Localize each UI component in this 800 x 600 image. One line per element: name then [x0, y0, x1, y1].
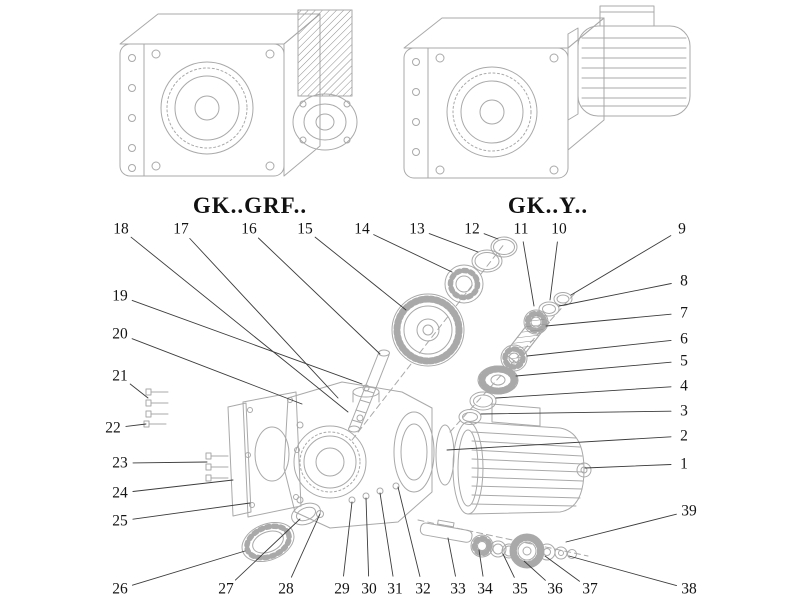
- callout-36: 36: [547, 580, 563, 598]
- leader-line-14: [373, 234, 453, 273]
- model-label-gk-grf: GK..GRF..: [192, 193, 308, 218]
- leader-line-37: [544, 555, 580, 582]
- leader-line-28: [290, 513, 321, 578]
- leader-line-24: [132, 479, 234, 492]
- leader-line-13: [428, 233, 479, 253]
- part-shim-ring: [471, 249, 503, 273]
- leader-line-33: [447, 537, 456, 577]
- callout-4: 4: [680, 377, 688, 395]
- leader-line-36: [523, 560, 546, 581]
- callout-32: 32: [415, 580, 431, 598]
- callout-15: 15: [297, 220, 313, 238]
- callout-1: 1: [680, 455, 688, 473]
- part-circlip: [490, 236, 518, 258]
- leader-line-10: [549, 241, 558, 301]
- leader-line-23: [132, 461, 208, 464]
- gearbox-drawing-gk-grf: [119, 9, 358, 177]
- leader-line-1: [584, 464, 672, 469]
- callout-22: 22: [105, 419, 121, 437]
- leader-line-35: [502, 553, 515, 578]
- leader-line-20: [131, 338, 303, 405]
- model-label-gk-y: GK..Y..: [507, 193, 589, 218]
- leader-line-17: [189, 238, 339, 399]
- callout-21: 21: [112, 367, 128, 385]
- callout-23: 23: [112, 454, 128, 472]
- exploded-view: [143, 236, 592, 569]
- leader-line-34: [478, 549, 484, 577]
- part-upper-bearing: [444, 264, 484, 304]
- leader-line-29: [343, 501, 353, 577]
- leader-line-38: [568, 555, 677, 587]
- callout-8: 8: [680, 272, 688, 290]
- leader-lines: [125, 233, 677, 587]
- leader-line-2: [446, 436, 672, 451]
- leader-line-11: [522, 241, 535, 307]
- callout-12: 12: [464, 220, 480, 238]
- part-retaining-ring: [291, 502, 321, 526]
- callout-27: 27: [218, 580, 234, 598]
- callout-18: 18: [113, 220, 129, 238]
- part-output-shaft-assembly: [419, 519, 577, 569]
- leader-line-26: [131, 550, 246, 586]
- leader-line-21: [129, 383, 149, 399]
- leader-line-3: [480, 410, 672, 415]
- callout-10: 10: [551, 220, 567, 238]
- leader-line-4: [495, 386, 672, 399]
- callout-11: 11: [513, 220, 529, 238]
- gearbox-drawing-gk-y: [403, 5, 691, 179]
- callout-37: 37: [582, 580, 598, 598]
- callout-28: 28: [278, 580, 294, 598]
- callout-39: 39: [681, 502, 697, 520]
- callout-16: 16: [241, 220, 257, 238]
- leader-line-39: [565, 513, 677, 543]
- leader-line-6: [526, 339, 672, 357]
- motor-drawing: [567, 5, 691, 121]
- callout-2: 2: [680, 427, 688, 445]
- callout-26: 26: [112, 580, 128, 598]
- leader-line-5: [515, 361, 672, 377]
- leader-line-22: [125, 423, 147, 427]
- part-screws: [143, 388, 229, 482]
- leader-line-27: [234, 518, 301, 581]
- input-flange-block: [292, 9, 358, 151]
- callout-3: 3: [680, 402, 688, 420]
- leader-line-18: [130, 236, 349, 413]
- callout-6: 6: [680, 330, 688, 348]
- callout-31: 31: [387, 580, 403, 598]
- part-lower-bearing: [241, 521, 295, 563]
- callout-35: 35: [512, 580, 528, 598]
- leader-line-31: [379, 492, 394, 577]
- callout-29: 29: [334, 580, 350, 598]
- leader-line-19: [131, 299, 363, 385]
- callout-19: 19: [112, 287, 128, 305]
- part-pinion-shaft: [348, 349, 390, 433]
- callout-7: 7: [680, 304, 688, 322]
- callout-13: 13: [409, 220, 425, 238]
- leader-line-15: [314, 236, 407, 311]
- callout-34: 34: [477, 580, 493, 598]
- leader-line-32: [397, 486, 421, 577]
- callout-38: 38: [681, 580, 697, 598]
- part-motor: [435, 403, 592, 515]
- callout-20: 20: [112, 325, 128, 343]
- callout-5: 5: [680, 352, 688, 370]
- leader-line-25: [132, 502, 251, 520]
- leader-line-16: [257, 237, 381, 355]
- leader-line-9: [570, 235, 672, 296]
- callout-9: 9: [678, 220, 686, 238]
- callout-30: 30: [361, 580, 377, 598]
- callout-33: 33: [450, 580, 466, 598]
- leader-line-12: [483, 233, 499, 240]
- part-large-gear: [391, 293, 465, 367]
- callout-24: 24: [112, 484, 128, 502]
- callout-17: 17: [173, 220, 189, 238]
- callout-14: 14: [354, 220, 370, 238]
- callout-25: 25: [112, 512, 128, 530]
- part-cover-plate: [227, 391, 302, 518]
- leader-line-7: [545, 313, 672, 327]
- leader-line-30: [365, 497, 370, 577]
- leader-line-8: [558, 283, 672, 307]
- part-input-shaft-assembly: [458, 292, 573, 425]
